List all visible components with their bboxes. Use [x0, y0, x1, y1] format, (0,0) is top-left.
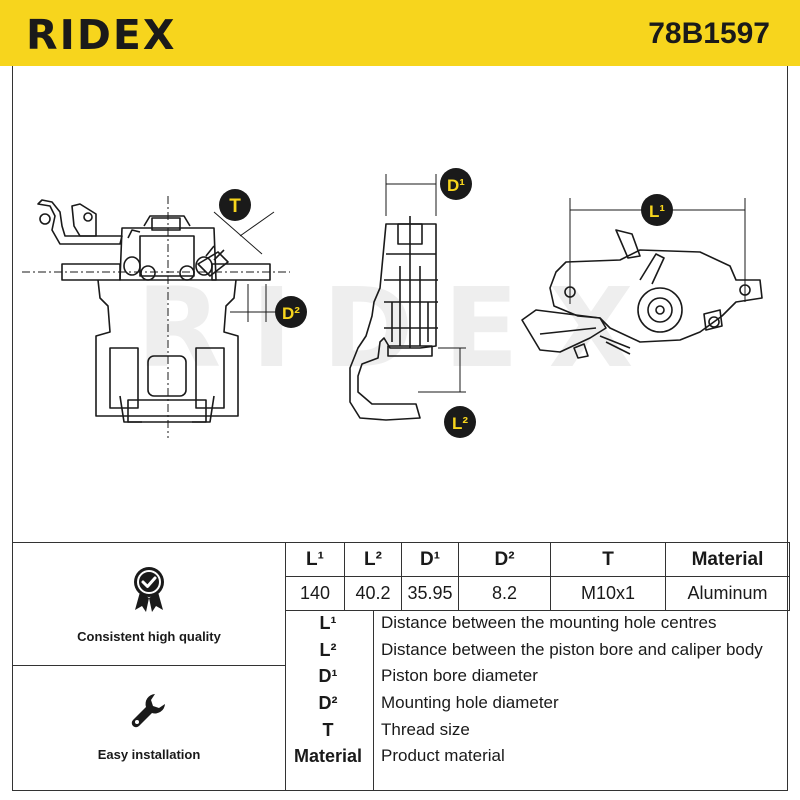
legend-description: Mounting hole diameter	[381, 693, 559, 713]
features-divider	[13, 665, 285, 666]
callout-l2-label: L²	[452, 414, 468, 433]
spec-value-cell: 40.2	[344, 576, 402, 611]
quality-badge-icon	[134, 567, 164, 612]
spec-header-cell: Material	[665, 542, 790, 577]
callout-l2: L²	[444, 406, 476, 438]
callout-t: T	[219, 189, 251, 221]
part-number: 78B1597	[648, 17, 770, 50]
caliper-front-view	[37, 199, 271, 423]
legend-description: Product material	[381, 746, 505, 766]
legend-row: Material Product material	[285, 743, 786, 770]
legend-divider	[373, 610, 374, 790]
legend-key: D¹	[318, 666, 338, 687]
legend-description: Distance between the mounting hole centr…	[381, 613, 717, 632]
spec-header-cell: D²	[458, 542, 551, 577]
legend-description: Piston bore diameter	[381, 666, 538, 686]
callout-d1: D¹	[440, 168, 472, 200]
caliper-side-view	[521, 229, 763, 359]
legend-description: Distance between the piston bore and cal…	[381, 639, 763, 659]
spec-header-cell: T	[550, 542, 666, 577]
legend-key: D²	[318, 693, 338, 714]
feature-installation: Easy installation	[13, 690, 285, 762]
legend-key: T	[322, 719, 334, 740]
legend-description: Thread size	[381, 719, 470, 739]
spec-value-cell: 8.2	[458, 576, 551, 611]
spec-header-cell: L¹	[285, 542, 345, 577]
spec-table-value-row: 140 40.2 35.95 8.2 M10x1 Aluminum	[285, 576, 790, 611]
callout-d2: D²	[275, 296, 307, 328]
header-bar: RIDEX 78B1597	[0, 0, 800, 66]
spec-header-cell: L²	[344, 542, 402, 577]
legend-row: D² Mounting hole diameter	[285, 690, 786, 717]
legend-key: L²	[319, 639, 337, 660]
legend-row: L² Distance between the piston bore and …	[285, 637, 786, 664]
spec-table-header-row: L¹ L² D¹ D² T Material	[285, 542, 790, 577]
callout-l1: L¹	[641, 194, 673, 226]
legend-row: D¹ Piston bore diameter	[285, 663, 786, 690]
legend-row: L¹ Distance between the mounting hole ce…	[285, 610, 786, 637]
caliper-technical-drawing: RIDEX	[22, 168, 763, 438]
dimension-legend: L¹ Distance between the mounting hole ce…	[285, 610, 786, 770]
legend-key: L¹	[319, 613, 337, 633]
spec-header-cell: D¹	[401, 542, 459, 577]
brand-logo: RIDEX	[26, 11, 177, 59]
feature-quality-label: Consistent high quality	[77, 629, 221, 644]
spec-value-cell: 35.95	[401, 576, 459, 611]
spec-value-cell: M10x1	[550, 576, 666, 611]
features-divider-vertical	[285, 542, 286, 790]
callout-d1-label: D¹	[447, 176, 465, 195]
wrench-icon	[131, 694, 165, 728]
feature-installation-label: Easy installation	[97, 747, 201, 762]
feature-quality: Consistent high quality	[13, 566, 285, 644]
spec-value-cell: 140	[285, 576, 345, 611]
content-frame	[12, 66, 788, 791]
section-view-dimensions	[385, 174, 466, 393]
callout-l1-label: L¹	[649, 202, 665, 221]
spec-table: L¹ L² D¹ D² T Material 140 40.2 35.95 8.…	[285, 542, 790, 611]
legend-row: T Thread size	[285, 717, 786, 744]
caliper-section-view	[349, 216, 438, 421]
callout-t-label: T	[229, 196, 241, 217]
callout-d2-label: D²	[282, 304, 300, 323]
spec-value-cell: Aluminum	[665, 576, 790, 611]
legend-key: Material	[293, 746, 363, 767]
